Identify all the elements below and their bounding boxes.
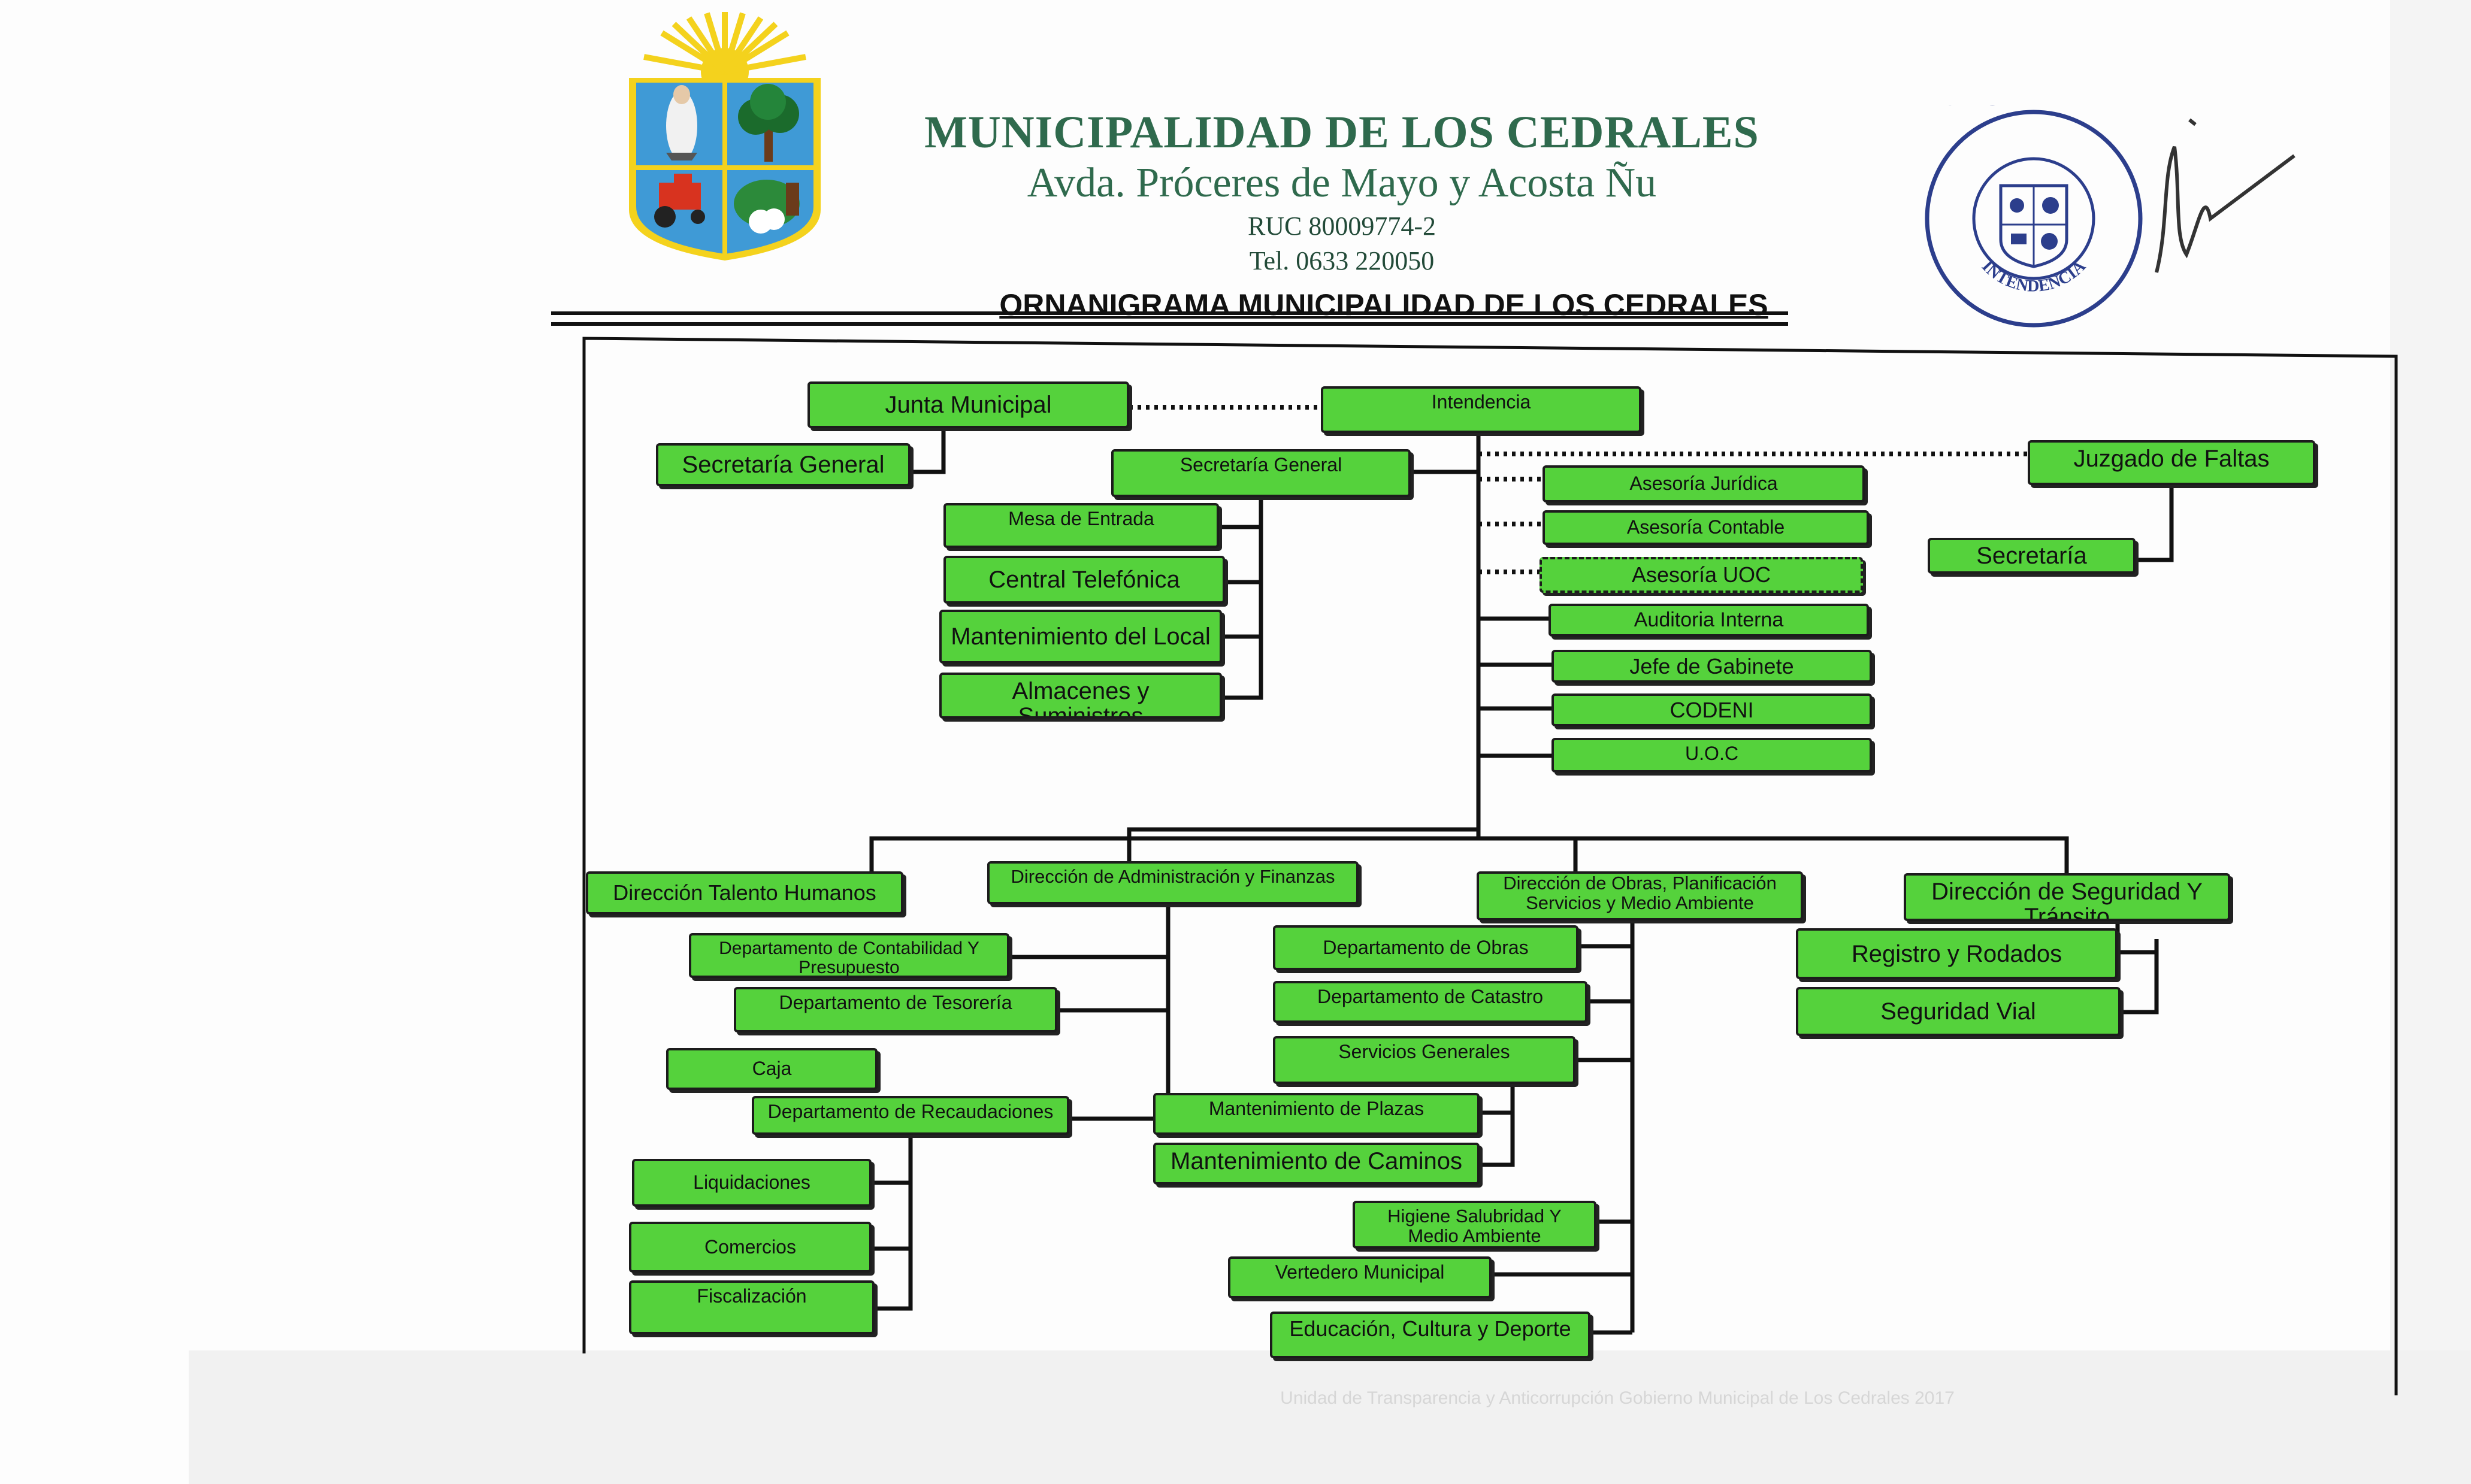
node-direccion-obras: Dirección de Obras, Planificación Servic… [1477, 871, 1803, 920]
node-jefe-gabinete: Jefe de Gabinete [1551, 650, 1872, 683]
municipality-phone: Tel. 0633 220050 [1249, 246, 1435, 275]
node-asesoria-juridica: Asesoría Jurídica [1543, 465, 1865, 502]
node-caja: Caja [666, 1048, 878, 1090]
footer-faint-text: Unidad de Transparencia y Anticorrupción… [1280, 1388, 1955, 1408]
scan-shadow-band [189, 1350, 2471, 1484]
node-departamento-obras: Departamento de Obras [1273, 925, 1578, 970]
node-junta-municipal: Junta Municipal [807, 381, 1129, 428]
seal-shield-icon [1999, 184, 2068, 268]
crops-icon [734, 180, 800, 234]
node-direccion-seguridad: Dirección de Seguridad Y Tránsito [1904, 873, 2230, 921]
coat-of-arms-logo [629, 12, 821, 261]
node-auditoria-interna: Auditoria Interna [1548, 604, 1869, 637]
node-seguridad-vial: Seguridad Vial [1796, 987, 2121, 1036]
node-liquidaciones: Liquidaciones [632, 1159, 872, 1207]
municipality-address: Avda. Próceres de Mayo y Acosta Ñu [1027, 160, 1657, 206]
municipality-ruc: RUC 80009774-2 [1247, 211, 1436, 241]
node-departamento-recaudaciones: Departamento de Recaudaciones [752, 1096, 1069, 1135]
sun-rays-icon [643, 12, 806, 96]
node-almacenes: Almacenes y Suministros [939, 673, 1222, 719]
intendencia-seal: MUNICIPALIDAD DE LOS CEDRALES INTENDENCI… [1920, 105, 2148, 328]
node-juzgado-faltas: Juzgado de Faltas [2028, 440, 2315, 485]
node-uoc: U.O.C [1551, 738, 1872, 773]
node-secretaria-general: Secretaría General [1111, 449, 1411, 497]
node-direccion-talento-humanos: Dirección Talento Humanos [586, 871, 903, 914]
node-educacion-cultura-deporte: Educación, Cultura y Deporte [1270, 1312, 1590, 1358]
municipality-name: MUNICIPALIDAD DE LOS CEDRALES [924, 107, 1759, 158]
scan-edge [2390, 0, 2471, 1484]
node-departamento-catastro: Departamento de Catastro [1273, 981, 1587, 1023]
node-central-telefonica: Central Telefónica [943, 556, 1225, 604]
node-mantenimiento-local: Mantenimiento del Local [939, 610, 1222, 664]
seal-top-text: MUNICIPALIDAD DE LOS CEDRALES [1920, 105, 2148, 110]
node-comercios: Comercios [629, 1222, 872, 1273]
title-rule-bottom [551, 322, 1788, 326]
node-secretaria-juzgado: Secretaría [1928, 538, 2136, 574]
chart-title: ORNANIGRAMA MUNICIPALIDAD DE LOS CEDRALE… [999, 288, 1768, 322]
tree-icon [738, 84, 799, 162]
node-direccion-administracion-finanzas: Dirección de Administración y Finanzas [987, 861, 1359, 904]
node-asesoria-contable: Asesoría Contable [1543, 510, 1869, 545]
node-mesa-entrada: Mesa de Entrada [943, 503, 1219, 548]
virgin-figure-icon [666, 85, 697, 160]
node-fiscalizacion: Fiscalización [629, 1280, 875, 1334]
node-codeni: CODENI [1551, 693, 1872, 726]
node-mantenimiento-de: Mantenimiento de Caminos [1153, 1143, 1480, 1185]
node-higiene-salubridad: Higiene Salubridad Y Medio Ambiente [1353, 1201, 1596, 1249]
node-asesoria-uoc: Asesoría UOC [1540, 557, 1863, 593]
node-departamento-tesoreria: Departamento de Tesorería [734, 987, 1057, 1032]
node-intendencia: Intendencia [1321, 386, 1641, 433]
node-registro-rodados: Registro y Rodados [1796, 928, 2118, 979]
node-servicios-generales: Servicios Generales [1273, 1036, 1575, 1084]
node-secretaria-general-junta: Secretaría General [656, 443, 911, 486]
title-rule-top [551, 311, 1788, 315]
tractor-icon [654, 174, 705, 228]
node-vertedero-municipal: Vertedero Municipal [1228, 1256, 1492, 1298]
node-departamento-contabilidad: Departamento de Contabilidad Y Presupues… [689, 933, 1009, 978]
signature-mark [2155, 118, 2295, 273]
node-mantenimiento-plazas: Mantenimiento de Plazas [1153, 1093, 1480, 1135]
